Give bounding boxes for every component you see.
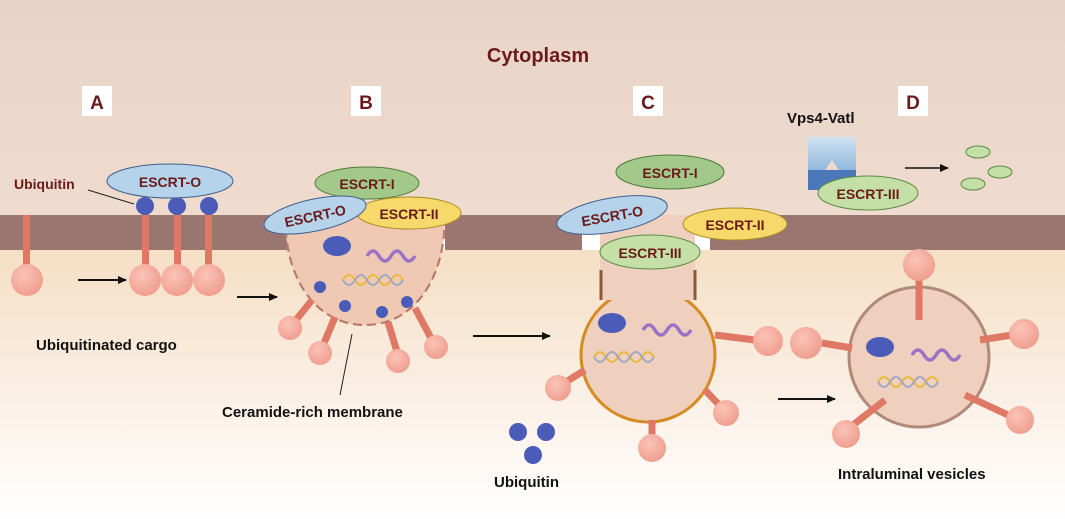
escrt-iii-panel-c: ESCRT-III bbox=[599, 234, 701, 270]
dna-icon bbox=[342, 274, 404, 286]
escrt-i-panel-c: ESCRT-I bbox=[615, 154, 725, 190]
ceramide-label: Ceramide-rich membrane bbox=[222, 404, 403, 421]
svg-text:ESCRT-I: ESCRT-I bbox=[339, 176, 394, 192]
dna-icon bbox=[593, 351, 655, 363]
escrt-o-panel-a: ESCRT-O bbox=[106, 163, 234, 199]
protein-blob-d bbox=[866, 337, 894, 357]
protein-blob-c bbox=[598, 313, 626, 333]
escrt-ii-panel-b: ESCRT-II bbox=[356, 196, 462, 230]
membrane-segment-cd bbox=[710, 215, 1065, 250]
ubiquitinated-cargo-group bbox=[129, 197, 225, 296]
panel-label-b: B bbox=[351, 86, 381, 116]
svg-text:C: C bbox=[641, 93, 655, 114]
escrt-o-panel-c: ESCRT-O bbox=[556, 195, 668, 235]
cargo-b-group bbox=[278, 297, 448, 373]
rna-icon bbox=[365, 249, 417, 263]
svg-text:ESCRT-II: ESCRT-II bbox=[705, 217, 764, 233]
intraluminal-label: Intraluminal vesicles bbox=[838, 466, 986, 483]
svg-text:ESCRT-O: ESCRT-O bbox=[139, 174, 201, 190]
svg-text:A: A bbox=[90, 93, 104, 114]
escrt-ii-panel-c: ESCRT-II bbox=[682, 207, 788, 241]
vps4-complex bbox=[808, 137, 856, 190]
escrt-iii-panel-d: ESCRT-III bbox=[817, 175, 919, 211]
svg-text:ESCRT-III: ESCRT-III bbox=[836, 186, 899, 202]
rna-icon bbox=[641, 323, 693, 337]
svg-text:ESCRT-I: ESCRT-I bbox=[642, 165, 697, 181]
vps4-label: Vps4-Vatl bbox=[787, 110, 855, 127]
escrt-o-panel-b: ESCRT-O bbox=[263, 195, 367, 235]
ubiquitin-pointer bbox=[87, 189, 135, 205]
ubiquitin-label-top: Ubiquitin bbox=[14, 176, 75, 192]
free-ubiquitin-group bbox=[509, 423, 555, 464]
panel-label-d: D bbox=[898, 86, 928, 116]
panel-label-a: A bbox=[82, 86, 112, 116]
cargo-d-group bbox=[790, 249, 1039, 448]
ubiquitin-dot bbox=[200, 197, 218, 215]
escrt-i-panel-b: ESCRT-I bbox=[314, 166, 420, 200]
released-subunits bbox=[960, 145, 1013, 191]
ubiquitin-dot bbox=[168, 197, 186, 215]
protein-blob-b bbox=[323, 236, 351, 256]
svg-text:D: D bbox=[906, 93, 920, 114]
ubiquitin-label-bottom: Ubiquitin bbox=[494, 474, 559, 491]
title: Cytoplasm bbox=[487, 45, 589, 67]
ubiquitinated-cargo-label: Ubiquitinated cargo bbox=[36, 337, 177, 354]
cargo-c-group bbox=[545, 326, 783, 462]
rna-icon bbox=[910, 348, 962, 362]
panel-label-c: C bbox=[633, 86, 663, 116]
membrane-segment-bc bbox=[445, 215, 582, 250]
ceramide-pointer bbox=[339, 333, 353, 396]
ubiquitin-b-group bbox=[314, 281, 413, 318]
svg-text:ESCRT-III: ESCRT-III bbox=[618, 245, 681, 261]
ubiquitin-dot bbox=[136, 197, 154, 215]
cargo-lone bbox=[11, 215, 43, 296]
dna-icon bbox=[877, 376, 939, 388]
svg-text:B: B bbox=[359, 93, 373, 114]
svg-text:ESCRT-II: ESCRT-II bbox=[379, 206, 438, 222]
